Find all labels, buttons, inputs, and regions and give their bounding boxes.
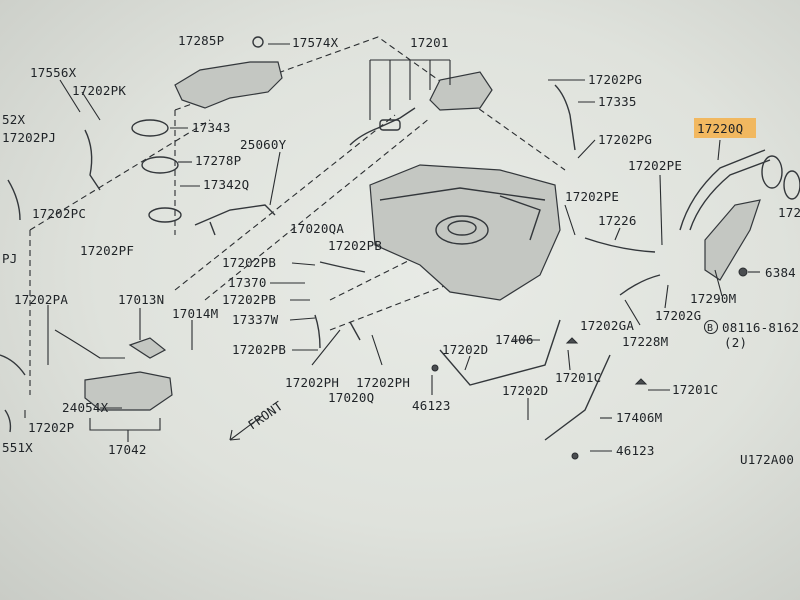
label-25060Y: 25060Y: [240, 137, 287, 152]
label-17226: 17226: [598, 213, 637, 228]
label-17202GA: 17202GA: [580, 318, 634, 333]
label-17342Q: 17342Q: [203, 177, 249, 192]
label-17202PG-top: 17202PG: [588, 72, 642, 87]
label-17202PE-left: 17202PE: [565, 189, 619, 204]
label-17556X: 17556X: [30, 65, 77, 80]
filler-tube-17220Q: [689, 159, 771, 231]
label-17020QA: 17020QA: [290, 221, 344, 236]
lock-ring-17343: [131, 119, 169, 137]
label-08116: 08116-8162: [722, 320, 799, 335]
label-17202PE-right: 17202PE: [628, 158, 682, 173]
label-17042: 17042: [108, 442, 147, 457]
label-17202PB-4: 17202PB: [232, 342, 286, 357]
label-17406: 17406: [495, 332, 534, 347]
label-17574X: 17574X: [292, 35, 339, 50]
label-diagram-ref: U172A00: [740, 452, 794, 467]
part-labels: 17285P 17574X 17201 17556X 17202PK 52X 1…: [2, 33, 800, 467]
label-17202PC: 17202PC: [32, 206, 86, 221]
label-17202PJ: 17202PJ: [2, 130, 56, 145]
label-17202PB-3: 17202PB: [222, 292, 276, 307]
label-17202P: 17202P: [28, 420, 74, 435]
strap-17406: [439, 319, 561, 386]
label-17201C-2: 17201C: [672, 382, 718, 397]
label-17337W: 17337W: [232, 312, 279, 327]
label-17013N: 17013N: [118, 292, 164, 307]
clip-17574X: [252, 36, 264, 48]
label-46123-2: 46123: [616, 443, 655, 458]
label-17202PG-mid: 17202PG: [598, 132, 652, 147]
label-551X: 551X: [2, 440, 33, 455]
label-17201C-1: 17201C: [555, 370, 601, 385]
svg-text:B: B: [707, 323, 713, 334]
protector-17290M: [704, 199, 761, 281]
label-24054X: 24054X: [62, 400, 109, 415]
label-17220Q: 17220Q: [697, 121, 743, 136]
canister-17201: [429, 71, 493, 111]
label-17278P: 17278P: [195, 153, 241, 168]
label-17202PB-2: 17202PB: [222, 255, 276, 270]
label-17202D-1: 17202D: [442, 342, 488, 357]
label-17406M: 17406M: [616, 410, 662, 425]
label-17202PF: 17202PF: [80, 243, 134, 258]
label-17228M: 17228M: [622, 334, 668, 349]
highlight-marker: [694, 118, 756, 138]
label-17202D-2: 17202D: [502, 383, 548, 398]
label-52X: 52X: [2, 112, 25, 127]
sender-25060Y: [194, 204, 276, 236]
fuel-pump-17042: [84, 371, 173, 411]
label-front: FRONT: [245, 398, 285, 433]
label-17335: 17335: [598, 94, 637, 109]
label-17285P: 17285P: [178, 33, 224, 48]
label-6384: 6384: [765, 265, 796, 280]
label-17370: 17370: [228, 275, 267, 290]
label-17343: 17343: [192, 120, 231, 135]
fuel-tank: [369, 164, 561, 301]
label-17014M: 17014M: [172, 306, 218, 321]
label-17020Q: 17020Q: [328, 390, 374, 405]
label-17202PH-2: 17202PH: [356, 375, 410, 390]
leader-lines: [24, 43, 760, 452]
heat-shield-17285P: [174, 61, 283, 109]
label-17202PH-1: 17202PH: [285, 375, 339, 390]
label-PJ: PJ: [2, 251, 17, 266]
label-17202PK: 17202PK: [72, 83, 126, 98]
front-arrow-icon: [229, 415, 263, 441]
label-17202PB-1: 17202PB: [328, 238, 382, 253]
label-1724: 1724: [778, 205, 800, 220]
label-08116-qty: (2): [724, 335, 747, 350]
label-17202PA: 17202PA: [14, 292, 68, 307]
label-46123-1: 46123: [412, 398, 451, 413]
bolt-symbol-icon: B: [703, 319, 719, 335]
label-17290M: 17290M: [690, 291, 736, 306]
label-17201: 17201: [410, 35, 449, 50]
strap-17406M: [544, 354, 611, 441]
label-17202G: 17202G: [655, 308, 701, 323]
